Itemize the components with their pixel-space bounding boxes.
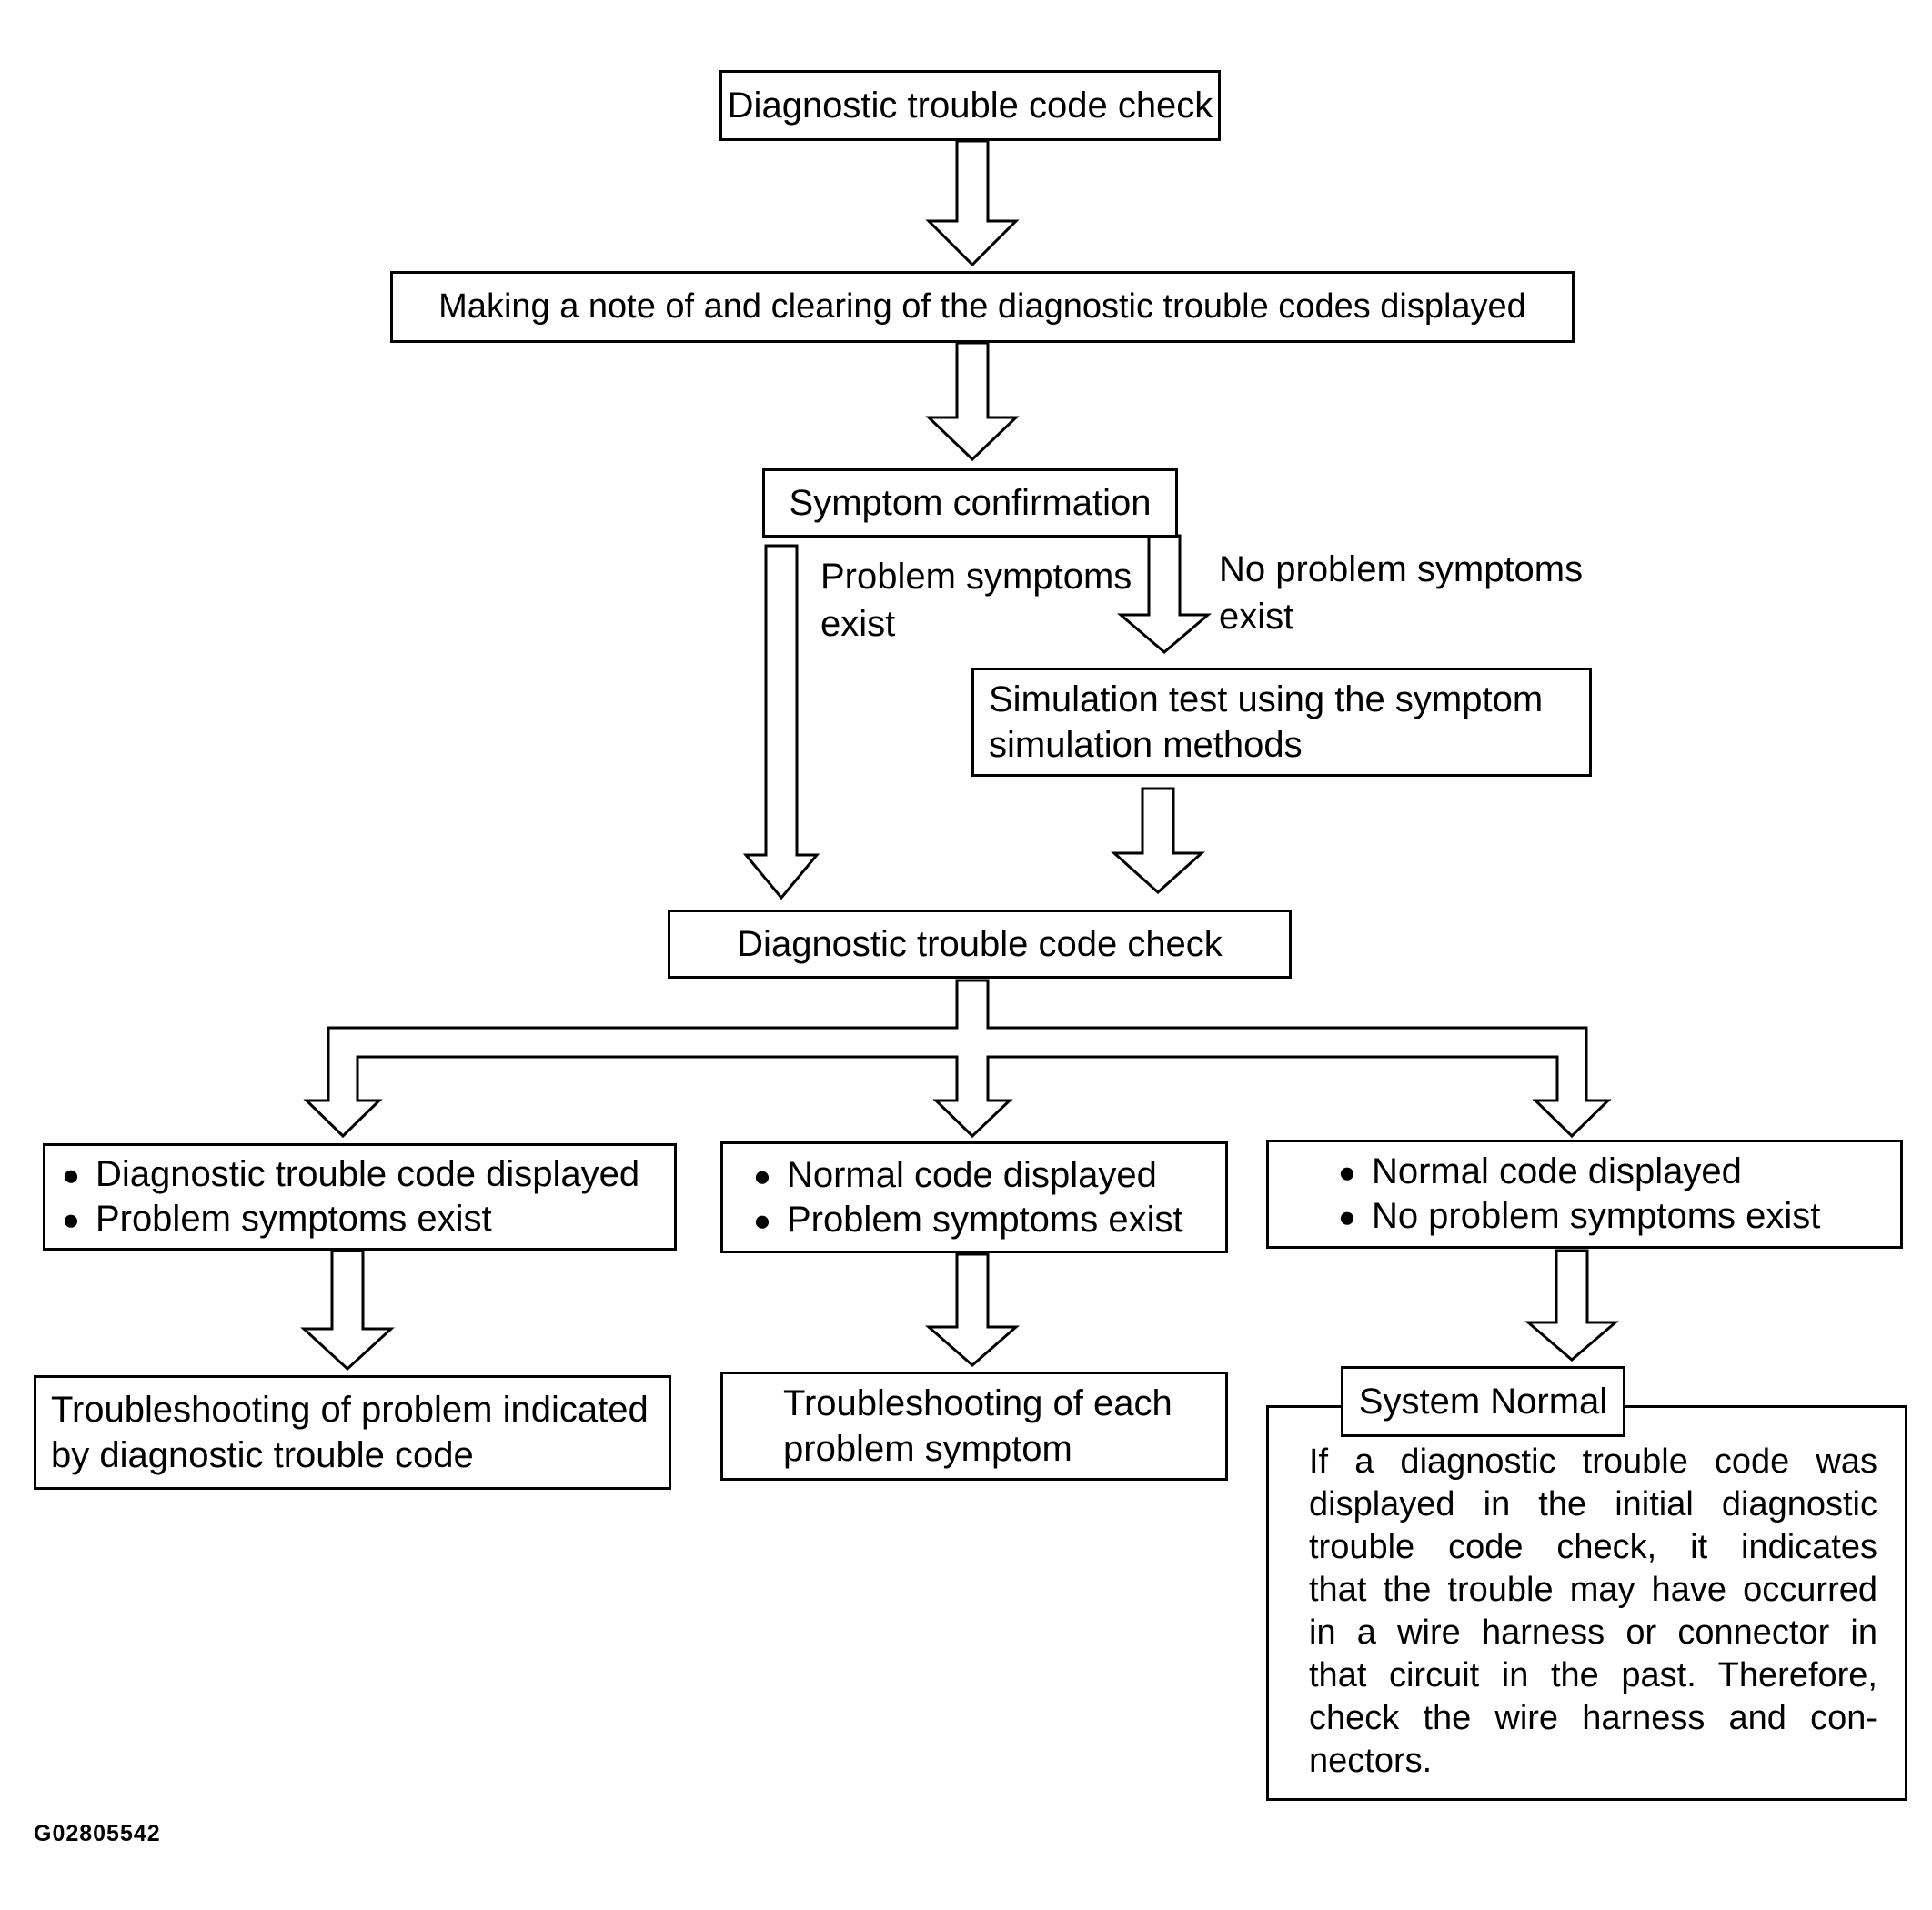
node-dtc-check-1: Diagnostic trouble code check [719, 70, 1221, 141]
outcome-right-line-2: ● No problem symptoms exist [1338, 1194, 1900, 1239]
outcome-middle-text-1: Normal code displayed [786, 1154, 1157, 1195]
branch-label-no-problem-line-2: exist [1219, 597, 1294, 637]
action-middle-line-2: problem symptom [783, 1429, 1072, 1469]
node-outcome-middle: ● Normal code displayed ● Problem sympto… [720, 1141, 1228, 1253]
node-simulation-test-line-1: Simulation test using the symptom [989, 679, 1544, 719]
outcome-left-line-2: ● Problem symptoms exist [62, 1197, 674, 1242]
node-note-and-clear: Making a note of and clearing of the dia… [390, 271, 1575, 343]
note-line-6: that circuit in the past. Therefore, [1309, 1656, 1877, 1694]
node-simulation-test: Simulation test using the symptom simula… [971, 668, 1592, 777]
node-action-left: Troubleshooting of problem indicated by … [34, 1375, 671, 1490]
outcome-right-text-1: Normal code displayed [1371, 1151, 1742, 1191]
arrow-step2-to-step3 [925, 341, 1020, 462]
node-outcome-right: ● Normal code displayed ● No problem sym… [1266, 1140, 1903, 1249]
bullet-icon: ● [753, 1158, 771, 1192]
arrow-outcome-left-to-action [300, 1249, 395, 1372]
branch-label-no-problem-line-1: No problem symptoms [1219, 549, 1584, 589]
arrow-outcome-middle-to-action [925, 1252, 1020, 1367]
outcome-middle-line-2: ● Problem symptoms exist [753, 1198, 1225, 1242]
arrow-three-way-fork [303, 979, 1612, 1139]
bullet-icon: ● [62, 1158, 80, 1191]
outcome-middle-text-2: Problem symptoms exist [786, 1199, 1183, 1240]
branch-label-no-problem-symptoms: No problem symptoms exist [1219, 546, 1583, 640]
outcome-left-text-2: Problem symptoms exist [95, 1199, 492, 1239]
branch-label-problem-line-2: exist [820, 604, 896, 644]
node-note-and-clear-label: Making a note of and clearing of the dia… [438, 286, 1526, 326]
arrow-outcome-right-to-system-normal [1524, 1249, 1620, 1362]
branch-label-problem-symptoms: Problem symptoms exist [820, 553, 1132, 648]
node-simulation-test-line-2: simulation methods [989, 725, 1303, 765]
bullet-icon: ● [753, 1202, 771, 1237]
note-line-7: check the wire harness and con- [1309, 1699, 1877, 1737]
node-symptom-confirmation-label: Symptom confirmation [789, 483, 1152, 523]
note-line-5: in a wire harness or connector in [1309, 1613, 1877, 1652]
node-dtc-check-1-label: Diagnostic trouble code check [727, 85, 1213, 126]
action-left-line-1: Troubleshooting of problem indicated [51, 1390, 649, 1430]
outcome-left-text-1: Diagnostic trouble code displayed [95, 1154, 640, 1194]
arrow-step1-to-step2 [925, 139, 1020, 267]
branch-label-problem-line-1: Problem symptoms [820, 557, 1132, 597]
arrow-no-problem-branch [1116, 534, 1213, 654]
node-system-normal-note: If a diagnostic trouble code was display… [1266, 1405, 1907, 1801]
note-line-8: nectors. [1309, 1742, 1433, 1780]
bullet-icon: ● [62, 1202, 80, 1236]
note-line-4: that the trouble may have occurred [1309, 1571, 1877, 1609]
bullet-icon: ● [1338, 1155, 1356, 1189]
node-system-normal-label: System Normal [1358, 1382, 1608, 1422]
node-outcome-left: ● Diagnostic trouble code displayed ● Pr… [43, 1143, 677, 1251]
outcome-left-line-1: ● Diagnostic trouble code displayed [62, 1152, 674, 1197]
note-line-1: If a diagnostic trouble code was [1309, 1443, 1877, 1481]
node-action-middle: Troubleshooting of each problem symptom [720, 1372, 1228, 1481]
note-line-2: displayed in the initial diagnostic [1309, 1485, 1877, 1523]
figure-id: G02805542 [34, 1821, 161, 1846]
outcome-right-text-2: No problem symptoms exist [1371, 1196, 1821, 1236]
node-dtc-check-2-label: Diagnostic trouble code check [737, 924, 1223, 964]
arrow-problem-branch-long [742, 544, 820, 900]
action-middle-line-1: Troubleshooting of each [783, 1383, 1172, 1423]
outcome-right-line-1: ● Normal code displayed [1338, 1150, 1900, 1194]
outcome-middle-line-1: ● Normal code displayed [753, 1153, 1225, 1198]
node-dtc-check-2: Diagnostic trouble code check [668, 910, 1292, 979]
arrow-simulation-to-check [1111, 787, 1205, 895]
bullet-icon: ● [1338, 1200, 1356, 1233]
action-left-line-2: by diagnostic trouble code [51, 1435, 474, 1475]
node-symptom-confirmation: Symptom confirmation [762, 468, 1178, 538]
node-system-normal: System Normal [1341, 1366, 1625, 1437]
note-line-3: trouble code check, it indicates [1309, 1528, 1877, 1566]
